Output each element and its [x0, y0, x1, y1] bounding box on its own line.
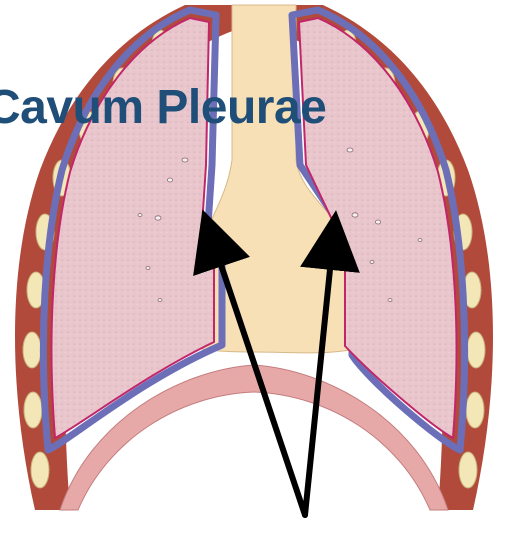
figure-title: Cavum Pleurae: [0, 82, 326, 134]
